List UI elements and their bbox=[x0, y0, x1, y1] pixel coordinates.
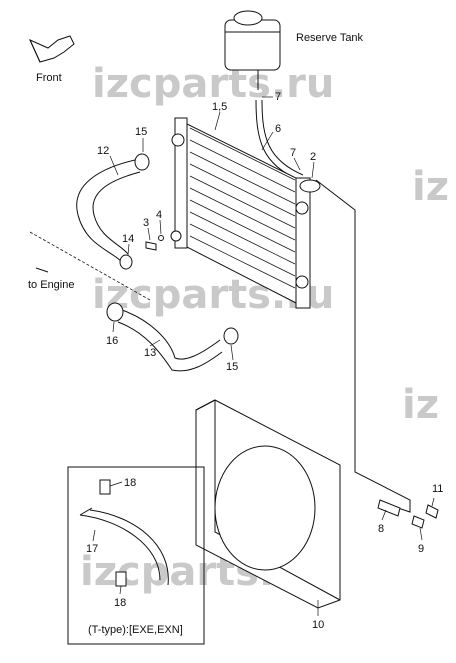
hose-clamp-lower-left bbox=[106, 302, 124, 322]
front-arrow-icon bbox=[29, 35, 75, 63]
bolt-11 bbox=[425, 504, 439, 519]
label-part-3: 3 bbox=[143, 217, 149, 229]
radiator-cap bbox=[299, 179, 321, 193]
watermark-4: iz bbox=[402, 382, 439, 428]
label-part-15-bottom: 15 bbox=[226, 361, 238, 373]
label-part-15-top: 15 bbox=[135, 126, 147, 138]
label-part-7-cap: 7 bbox=[290, 147, 296, 159]
label-part-7-top: 7 bbox=[275, 91, 281, 103]
label-part-12: 12 bbox=[97, 145, 109, 157]
label-part-4: 4 bbox=[156, 209, 162, 221]
label-part-6: 6 bbox=[275, 123, 281, 135]
variant-inset-box bbox=[67, 466, 205, 645]
hose-clamp-left bbox=[119, 254, 133, 270]
label-part-13: 13 bbox=[144, 347, 156, 359]
label-part-18-top: 18 bbox=[124, 477, 136, 489]
label-part-11: 11 bbox=[432, 483, 443, 495]
bracket bbox=[377, 499, 401, 517]
upper-hose bbox=[76, 159, 141, 263]
part-number-labels: 1,5 7 6 7 2 15 12 3 4 14 16 13 15 8 9 11… bbox=[86, 91, 443, 631]
reserve-tank-label: Reserve Tank bbox=[296, 32, 364, 44]
label-part-18-bottom: 18 bbox=[114, 597, 126, 609]
drain-oring bbox=[158, 235, 164, 241]
front-label: Front bbox=[36, 72, 62, 84]
label-part-2: 2 bbox=[310, 151, 316, 163]
label-part-9: 9 bbox=[418, 543, 424, 555]
to-engine-label: to Engine bbox=[28, 279, 74, 291]
screw-18-bottom bbox=[115, 571, 127, 587]
hose-clamp-lower-right bbox=[223, 327, 239, 345]
label-part-14: 14 bbox=[122, 233, 134, 245]
label-part-10: 10 bbox=[312, 619, 324, 631]
drain-cock bbox=[145, 241, 157, 251]
to-engine-arrow-icon bbox=[35, 267, 49, 273]
variant-note: (T-type):[EXE,EXN] bbox=[88, 624, 183, 636]
shroud-guard bbox=[79, 507, 169, 586]
leader-lines bbox=[92, 96, 435, 616]
label-part-1-5: 1,5 bbox=[212, 101, 227, 113]
lower-hose bbox=[117, 309, 223, 372]
watermark-1: izcparts.ru bbox=[92, 61, 334, 107]
engine-ref-line bbox=[29, 231, 151, 301]
bolt-9 bbox=[411, 515, 425, 529]
hose-clamp-upper bbox=[134, 153, 150, 171]
screw-18-top bbox=[99, 479, 111, 495]
watermark-2: iz bbox=[412, 164, 449, 210]
label-part-16: 16 bbox=[106, 335, 118, 347]
fan-shroud bbox=[195, 399, 341, 609]
label-part-8: 8 bbox=[378, 523, 384, 535]
stay-rod bbox=[315, 179, 411, 513]
label-part-17: 17 bbox=[86, 543, 98, 555]
radiator-core bbox=[170, 117, 311, 309]
reserve-tank bbox=[224, 10, 281, 90]
